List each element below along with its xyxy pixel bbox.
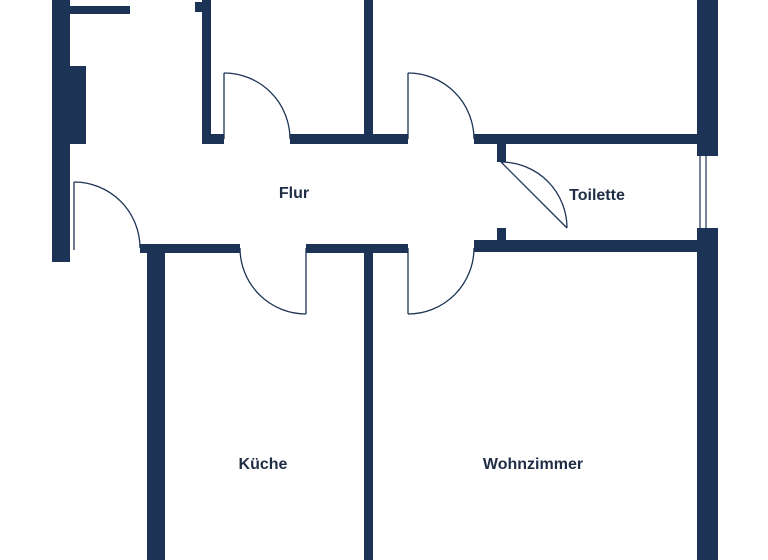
- wall-top-stub-2: [195, 2, 203, 12]
- wall-kitchen-left: [147, 244, 165, 560]
- wall-left-exterior: [52, 0, 70, 262]
- door-toilette: [500, 161, 568, 229]
- wall-top-left-stub: [70, 6, 130, 14]
- wall-corridor-south-1: [140, 244, 240, 253]
- room-label-wohnzimmer: Wohnzimmer: [483, 456, 583, 473]
- door-kueche: [239, 247, 307, 315]
- door-top-left-room: [223, 72, 291, 140]
- room-label-kueche: Küche: [239, 456, 288, 473]
- room-label-flur: Flur: [279, 185, 309, 202]
- wall-corridor-south-2: [306, 244, 408, 253]
- wall-corridor-north-2: [290, 134, 408, 144]
- toilet-window: [699, 156, 707, 228]
- wall-toilet-left-lower: [497, 228, 506, 244]
- room-label-toilette: Toilette: [569, 187, 625, 204]
- wall-corridor-north-3: [474, 134, 718, 144]
- wall-corridor-south-3: [474, 240, 718, 252]
- wall-right-exterior-bottom: [697, 228, 718, 560]
- doors: [73, 72, 568, 315]
- door-wohnzimmer: [407, 247, 475, 315]
- wall-corridor-north-1: [202, 134, 224, 144]
- door-top-middle-room: [407, 72, 475, 140]
- wall-right-exterior-top: [697, 0, 718, 156]
- wall-toilet-left-upper: [497, 144, 506, 162]
- walls: [52, 0, 718, 560]
- wall-kitchen-wohnzimmer: [364, 244, 373, 560]
- door-entrance: [73, 181, 141, 250]
- wall-left-thick-segment: [70, 66, 86, 144]
- wall-top-room-left: [202, 0, 211, 144]
- wall-top-room-middle: [364, 0, 373, 144]
